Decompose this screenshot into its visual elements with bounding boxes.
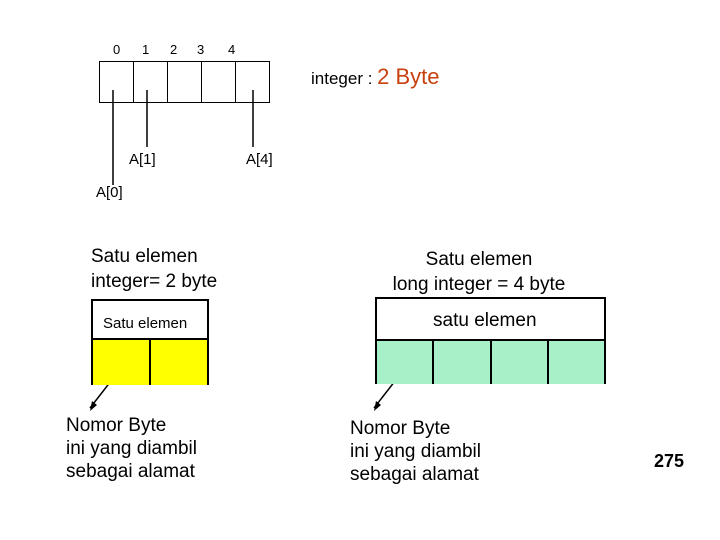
left-box-label: Satu elemen [103, 315, 188, 332]
left-note-line3: sebagai alamat [66, 461, 195, 483]
page-number: 275 [654, 451, 685, 471]
integer-size-prefix: integer : [311, 69, 378, 88]
left-element-box: Satu elemen [91, 299, 209, 385]
byte-index-3: 3 [197, 42, 205, 57]
left-byte-cells [93, 338, 207, 385]
left-byte-cell [93, 340, 151, 385]
right-byte-cell [548, 341, 604, 384]
pointer-label-a1: A[1] [129, 151, 156, 168]
right-byte-cells [377, 339, 604, 384]
byte-index-2: 2 [170, 42, 178, 57]
arrow-head-right [374, 401, 381, 411]
left-title-line2: integer= 2 byte [91, 270, 218, 292]
byte-index-1: 1 [142, 42, 150, 57]
integer-size-value: 2 Byte [377, 64, 440, 89]
left-title-line1: Satu elemen [91, 246, 198, 267]
right-box-label: satu elemen [433, 310, 537, 331]
pointer-label-a4: A[4] [246, 151, 273, 168]
right-title-line2: long integer = 4 byte [392, 273, 566, 295]
right-panel-title: Satu elemen long integer = 4 byte [378, 248, 580, 297]
right-note-line2: ini yang diambil [350, 441, 481, 463]
left-note-line1: Nomor Byte [66, 415, 167, 436]
right-byte-cell [434, 341, 492, 384]
byte-index-4: 4 [228, 42, 236, 57]
left-note: Nomor Byte ini yang diambil sebagai alam… [66, 414, 197, 484]
left-byte-cell [151, 340, 207, 385]
left-panel-title: Satu elemen integer= 2 byte [91, 245, 217, 294]
right-note: Nomor Byte ini yang diambil sebagai alam… [350, 417, 481, 487]
right-note-line3: sebagai alamat [350, 464, 479, 486]
pointer-label-a0: A[0] [96, 184, 123, 201]
right-byte-cell [377, 341, 435, 384]
integer-size-note: integer : 2 Byte [311, 66, 440, 88]
right-byte-cell [491, 341, 549, 384]
right-note-line1: Nomor Byte [350, 418, 451, 439]
left-note-line2: ini yang diambil [66, 438, 197, 460]
right-element-box: satu elemen [375, 297, 606, 384]
byte-index-0: 0 [113, 42, 121, 57]
right-title-line1: Satu elemen [425, 249, 533, 270]
arrow-head-left [90, 401, 97, 411]
